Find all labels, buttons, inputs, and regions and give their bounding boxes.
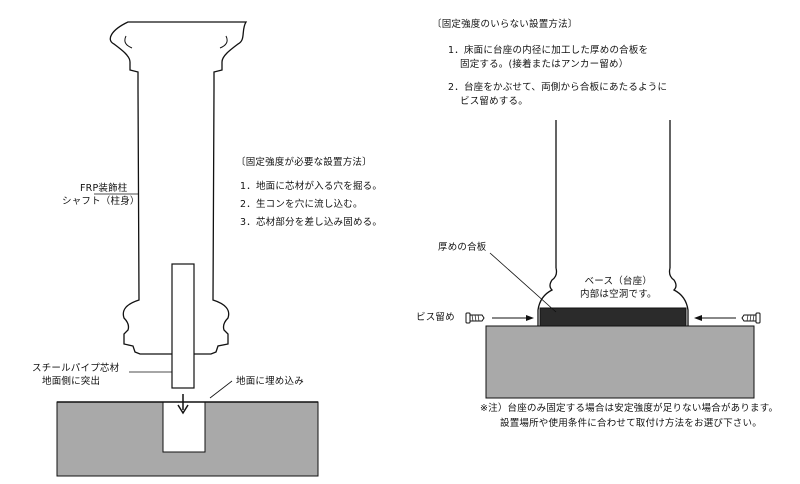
left-method-title: 〔固定強度が必要な設置方法〕: [236, 157, 372, 168]
embed-label-leader: [209, 380, 233, 399]
right-step-1-line1: 1．床面に台座の内径に加工した厚めの合板を: [448, 45, 649, 56]
left-step-2: 2．生コンを穴に流し込む。: [240, 199, 363, 210]
right-step-2-line2: ビス留めする。: [460, 96, 528, 107]
plywood-label-leader: [489, 252, 557, 313]
note-line-1: ※注）台座のみ固定する場合は安定強度が足りない場合があります。: [480, 403, 779, 414]
base-label: ベース（台座） 内部は空洞です。: [580, 275, 657, 301]
right-step-2-line1: 2．台座をかぶせて、両側から合板にあたるように: [448, 82, 668, 93]
column-label-line1: FRP装飾柱: [80, 183, 128, 194]
base-label-line1: ベース（台座）: [584, 276, 653, 287]
left-ground: [56, 401, 319, 477]
base-label-line2: 内部は空洞です。: [580, 289, 657, 300]
right-screw-arrow-head: [694, 315, 702, 321]
left-step-1: 1．地面に芯材が入る穴を掘る。: [240, 181, 383, 192]
column-label-line2: シャフト（柱身）: [62, 196, 140, 207]
left-column-outline: [109, 21, 248, 355]
steel-label-line2: 地面側に突出: [42, 376, 101, 387]
right-ground: [485, 325, 755, 399]
base-outline: [537, 267, 689, 326]
column-label: FRP装飾柱 シャフト（柱身）: [62, 182, 140, 208]
left-screw-arrow-head: [526, 315, 534, 321]
embed-label: 地面に埋め込み: [236, 376, 304, 387]
right-step-1-line2: 固定する。(接着またはアンカー留め）: [460, 59, 629, 70]
left-capital-detail: [124, 35, 228, 49]
screw-label: ビス留め: [416, 312, 455, 323]
plywood-label: 厚めの合板: [438, 242, 487, 253]
steel-label: スチールパイプ芯材 地面側に突出: [32, 362, 119, 388]
steel-label-line1: スチールパイプ芯材: [32, 363, 120, 374]
steel-pipe-core: [171, 263, 195, 389]
insert-arrow-head: [177, 404, 189, 415]
left-step-3: 3．芯材部分を差し込み固める。: [240, 217, 383, 228]
left-screw-icon: [465, 312, 485, 324]
right-method-title: 〔固定強度のいらない設置方法〕: [432, 19, 578, 30]
note-line-2: 設置場所や使用条件に合わせて取付け方法をお選び下さい。: [500, 418, 762, 429]
right-screw-icon: [741, 312, 761, 324]
plywood-plate: [539, 307, 687, 327]
